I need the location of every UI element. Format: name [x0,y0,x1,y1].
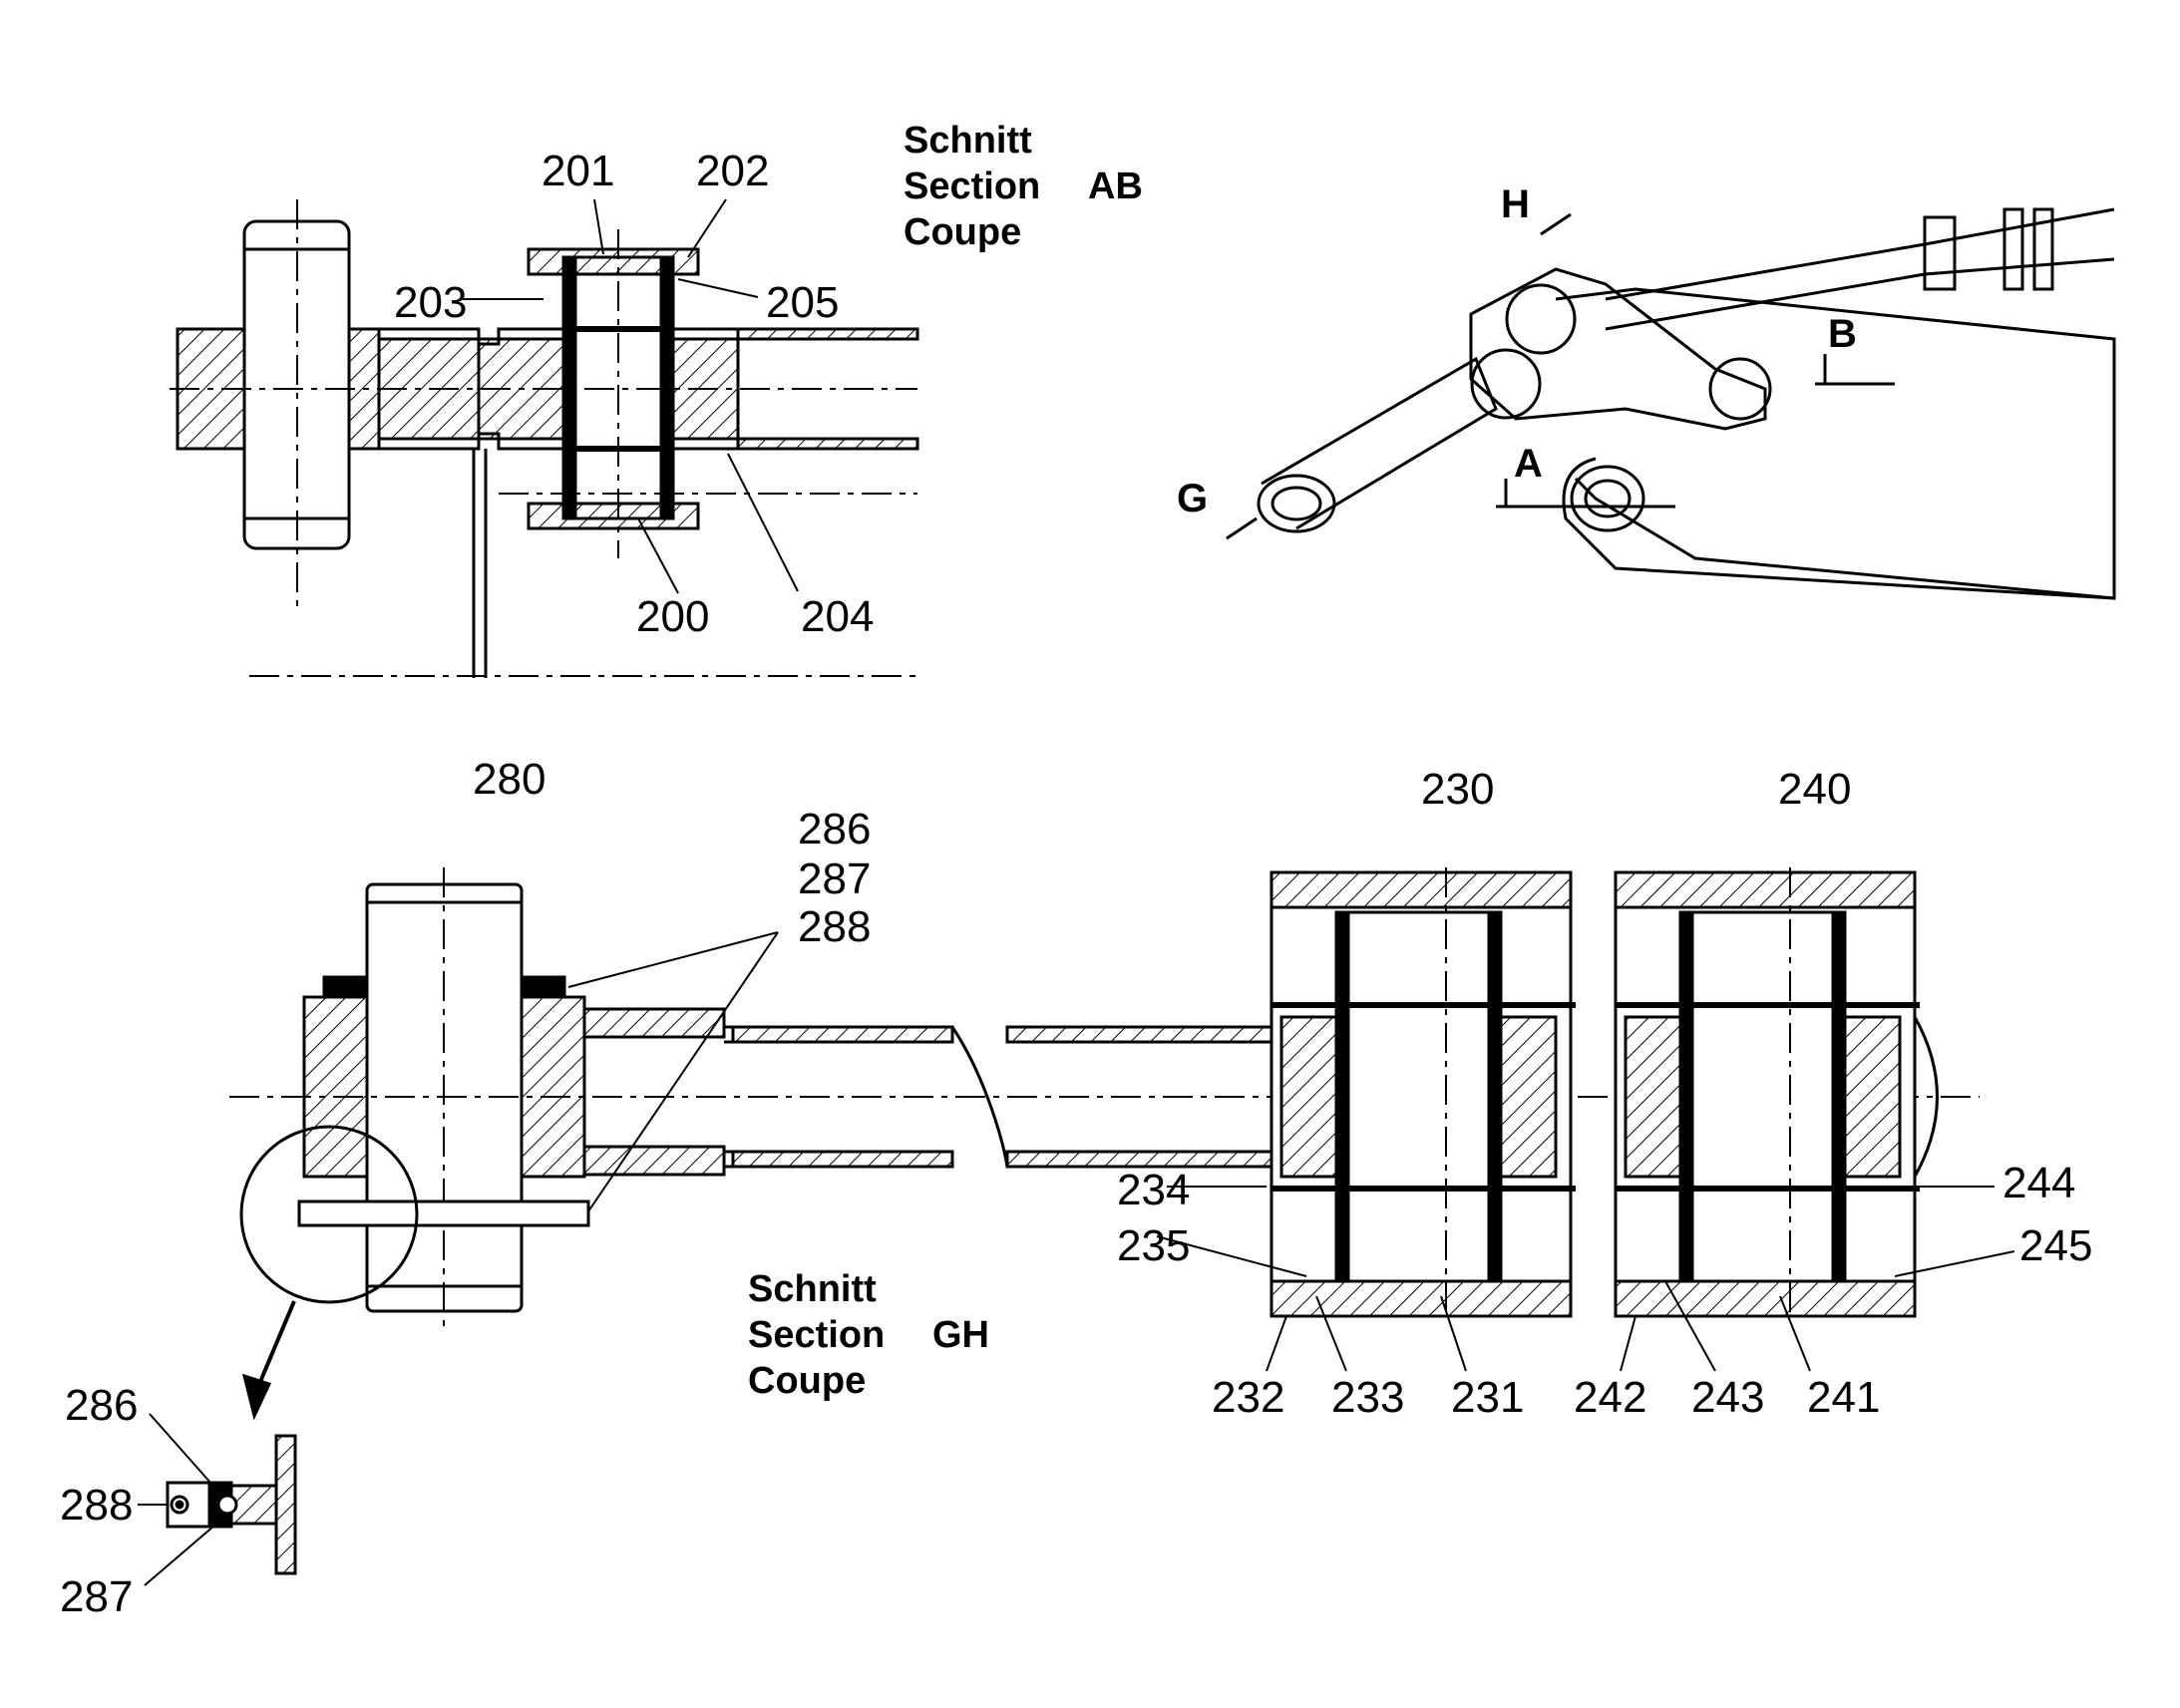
callout-235: 235 [1117,1221,1191,1270]
heading-line-section: Section [904,166,1041,207]
callout-286: 286 [798,805,872,854]
callout-detail-286: 286 [65,1381,139,1430]
callout-232: 232 [1212,1373,1285,1422]
callout-241: 241 [1807,1373,1881,1422]
detail-drawing [138,1413,297,1586]
heading-line-schnitt: Schnitt [904,120,1032,162]
callout-202: 202 [696,147,770,195]
callout-245: 245 [2019,1221,2093,1270]
callout-288: 288 [798,902,872,951]
callout-242: 242 [1574,1373,1647,1422]
callout-detail-287: 287 [60,1572,134,1621]
section-code: AB [1088,166,1143,207]
marker-h: H [1501,182,1530,226]
marker-b: B [1828,312,1857,356]
section-gh-heading: Schnitt Section Coupe GH [748,1266,989,1404]
section-code: GH [932,1314,989,1356]
callout-280: 280 [473,755,546,804]
callout-201: 201 [542,147,615,195]
callout-detail-288: 288 [60,1481,134,1530]
callout-231: 231 [1451,1373,1525,1422]
heading-line-schnitt: Schnitt [748,1268,877,1310]
callout-243: 243 [1691,1373,1765,1422]
marker-a: A [1514,442,1543,486]
callout-230: 230 [1421,765,1495,814]
section-gh-drawing [229,867,2015,1421]
heading-line-coupe: Coupe [904,211,1022,253]
heading-line-section: Section [748,1314,886,1356]
callout-240: 240 [1778,765,1852,814]
callout-287: 287 [798,854,872,903]
marker-g: G [1177,477,1209,520]
heading-line-coupe: Coupe [748,1360,867,1402]
callout-204: 204 [801,592,875,641]
overview-drawing [1226,207,2116,600]
callout-233: 233 [1331,1373,1405,1422]
callout-234: 234 [1117,1166,1191,1214]
section-ab-heading: Schnitt Section Coupe AB [904,118,1143,255]
callout-244: 244 [2002,1159,2076,1207]
callout-200: 200 [636,592,710,641]
callout-205: 205 [766,278,840,327]
section-ab-drawing [170,198,919,678]
callout-203: 203 [394,278,468,327]
